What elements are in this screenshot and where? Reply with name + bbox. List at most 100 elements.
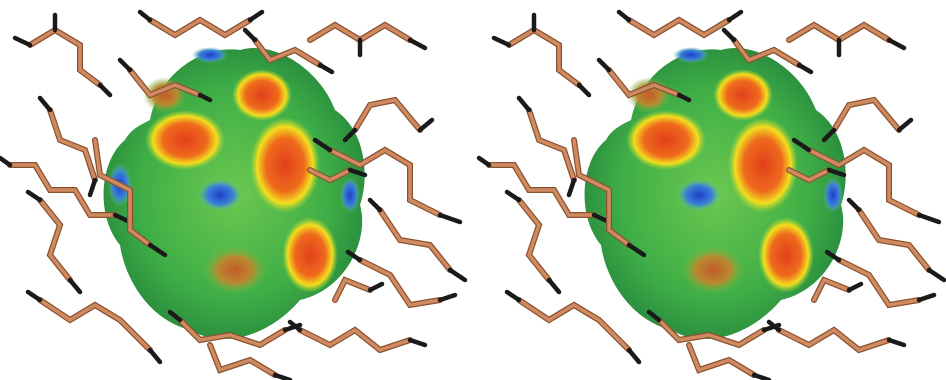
molecule-fragment bbox=[137, 9, 265, 39]
carbon-bond bbox=[812, 277, 851, 302]
carbon-bond bbox=[687, 343, 756, 377]
carbon-bond bbox=[328, 147, 442, 217]
hydrogen-bond-tip bbox=[926, 267, 946, 283]
hydrogen-bond-tip bbox=[97, 82, 113, 98]
molecule-fragment bbox=[242, 27, 335, 75]
molecule-fragment bbox=[287, 319, 428, 354]
molecule-fragment bbox=[786, 167, 847, 184]
molecule-fragment bbox=[846, 197, 946, 283]
molecule-fragment bbox=[92, 137, 168, 258]
molecule-fragment bbox=[616, 9, 744, 39]
carbon-bond bbox=[128, 68, 202, 98]
hydrogen-bond-tip bbox=[345, 249, 363, 263]
hydrogen-bond-tip bbox=[37, 95, 53, 113]
hydrogen-bond-tip bbox=[916, 212, 942, 225]
carbon-bond-shadow bbox=[37, 297, 153, 353]
molecule-fragment bbox=[824, 249, 937, 309]
carbon-bond bbox=[832, 98, 901, 132]
hydrogen-bond-tip bbox=[846, 281, 864, 293]
molecule-fragment bbox=[207, 342, 293, 380]
hydrogen-bond-tip bbox=[504, 289, 522, 303]
hydrogen-bond-tip bbox=[0, 155, 13, 168]
molecule-bonds-right bbox=[476, 9, 946, 380]
carbon-bond bbox=[28, 27, 102, 87]
hydrogen-bond-tip bbox=[516, 95, 532, 113]
carbon-bond-shadow bbox=[856, 207, 932, 273]
molecule-fragment bbox=[312, 137, 463, 225]
carbon-bond bbox=[178, 318, 287, 347]
molecule-fragment bbox=[791, 137, 942, 225]
hydrogen-bond-tip bbox=[25, 289, 43, 303]
carbon-bond bbox=[732, 38, 801, 67]
hydrogen-bond-tip bbox=[347, 167, 368, 178]
hydrogen-bond-tip bbox=[167, 309, 183, 323]
molecule-fragment bbox=[504, 189, 562, 295]
molecule-surface-right bbox=[584, 47, 846, 339]
hydrogen-bond-tip bbox=[596, 57, 612, 73]
stereo-view-right bbox=[473, 0, 946, 380]
hydrogen-bond-tip bbox=[147, 347, 163, 365]
carbon-bond bbox=[38, 198, 72, 282]
carbon-bond bbox=[527, 108, 576, 182]
carbon-bond bbox=[38, 298, 152, 352]
molecule-fragment bbox=[12, 12, 113, 98]
carbon-bond bbox=[777, 327, 891, 352]
molecule-fragment bbox=[596, 57, 692, 103]
molecule-fragment bbox=[367, 197, 468, 283]
molecule-fragment bbox=[721, 27, 814, 75]
molecule-fragment bbox=[686, 342, 772, 380]
hydrogen-bond-tip bbox=[886, 337, 907, 348]
hydrogen-bond-tip bbox=[67, 277, 83, 295]
molecule-fragment bbox=[117, 57, 213, 103]
hydrogen-bond-tip bbox=[312, 137, 333, 153]
hydrogen-bond-tip bbox=[147, 242, 168, 258]
carbon-bond bbox=[572, 138, 631, 247]
carbon-bond-shadow bbox=[377, 207, 453, 273]
molecule-fragment bbox=[345, 249, 458, 309]
molecule-fragment bbox=[25, 289, 163, 365]
hydrogen-bond-tip bbox=[447, 267, 468, 283]
carbon-bond-shadow bbox=[516, 297, 632, 353]
molecule-surface-left bbox=[103, 47, 365, 339]
molecule-bonds-left bbox=[0, 9, 468, 380]
hydrogen-bond-tip bbox=[576, 82, 592, 98]
hydrogen-bond-tip bbox=[476, 155, 492, 168]
hydrogen-bond-tip bbox=[826, 167, 847, 178]
carbon-bond bbox=[148, 17, 252, 38]
carbon-bond bbox=[487, 163, 596, 217]
left-view-svg bbox=[0, 9, 468, 380]
carbon-bond bbox=[627, 17, 731, 38]
hydrogen-bond-tip bbox=[437, 212, 463, 225]
molecule-fragment bbox=[0, 155, 133, 225]
hydrogen-bond-tip bbox=[242, 27, 258, 43]
hydrogen-bond-tip bbox=[407, 337, 428, 348]
hydrogen-bond-tip bbox=[367, 281, 385, 293]
hydrogen-bond-tip bbox=[247, 9, 265, 23]
molecule-fragment bbox=[516, 95, 577, 198]
hydrogen-bond-tip bbox=[12, 35, 33, 48]
hydrogen-bond-tip bbox=[726, 9, 744, 23]
molecule-fragment bbox=[766, 319, 907, 354]
molecule-fragment bbox=[307, 167, 368, 184]
hydrogen-bond-tip bbox=[791, 137, 812, 153]
hydrogen-bond-tip bbox=[824, 249, 842, 263]
hydrogen-bond-tip bbox=[25, 189, 43, 203]
stereo-view-left bbox=[0, 9, 468, 380]
hydrogen-bond-tip bbox=[821, 127, 837, 143]
carbon-bond bbox=[607, 68, 681, 98]
carbon-bond bbox=[208, 343, 277, 377]
molecule-fragment bbox=[821, 96, 914, 143]
carbon-bond bbox=[517, 198, 551, 282]
hydrogen-bond-tip bbox=[646, 309, 662, 323]
hydrogen-bond-tip bbox=[407, 37, 428, 51]
carbon-bond bbox=[517, 298, 631, 352]
hydrogen-bond-tip bbox=[916, 292, 937, 303]
hydrogen-bond-tip bbox=[796, 62, 814, 75]
hydrogen-bond-tip bbox=[504, 189, 522, 203]
hydrogen-bond-tip bbox=[626, 347, 642, 365]
carbon-bond bbox=[308, 168, 352, 182]
molecule-fragment bbox=[342, 96, 435, 143]
hydrogen-bond-tip bbox=[626, 242, 647, 258]
carbon-bond bbox=[507, 27, 581, 87]
hydrogen-bond-tip bbox=[342, 127, 358, 143]
